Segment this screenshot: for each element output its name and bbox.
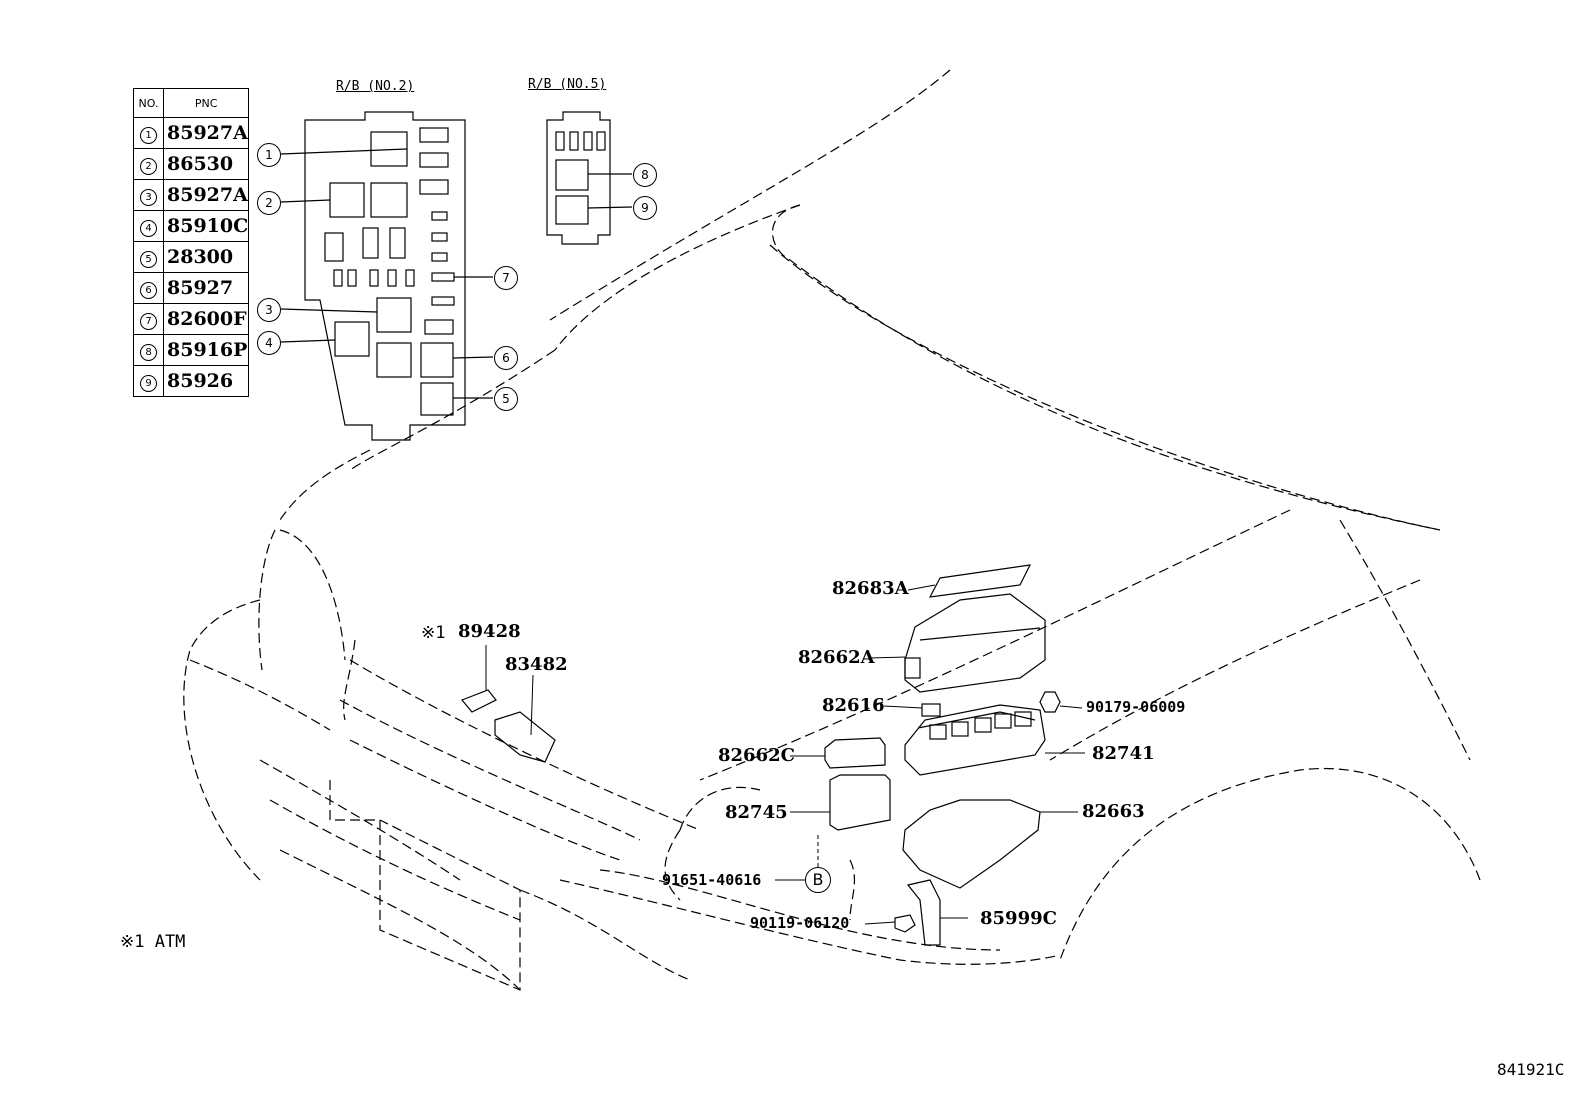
fuse-box-assembly bbox=[461, 564, 1061, 946]
callout-8[interactable]: 8 bbox=[633, 163, 657, 187]
row-pnc[interactable]: 85926 bbox=[162, 365, 250, 397]
callout-1[interactable]: 1 bbox=[257, 143, 281, 167]
part-label-83482[interactable]: 83482 bbox=[505, 654, 568, 675]
row-number: 8 bbox=[140, 343, 157, 361]
part-label-89428[interactable]: 89428 bbox=[458, 621, 521, 642]
table-row: 3 85927A bbox=[133, 179, 250, 211]
callout-7[interactable]: 7 bbox=[494, 266, 518, 290]
diagram-id: 841921C bbox=[1497, 1060, 1565, 1079]
callout-9[interactable]: 9 bbox=[633, 196, 657, 220]
table-row: 4 85910C bbox=[133, 210, 250, 242]
part-label-85999c[interactable]: 85999C bbox=[980, 908, 1057, 929]
footnote: ※1 ATM bbox=[120, 932, 186, 952]
part-number-table: NO. PNC 1 85927A 2 86530 3 85927A 4 85910C 5… bbox=[133, 88, 250, 397]
part-label-91651-40616[interactable]: 91651-40616 bbox=[662, 871, 762, 889]
callout-5[interactable]: 5 bbox=[494, 387, 518, 411]
part-label-82741[interactable]: 82741 bbox=[1092, 743, 1155, 764]
row-pnc[interactable]: 82600F bbox=[162, 303, 250, 335]
table-header-row: NO. PNC bbox=[133, 88, 250, 118]
part-label-82663[interactable]: 82663 bbox=[1082, 801, 1145, 822]
row-number: 3 bbox=[140, 188, 157, 206]
relay-block-no2-title: R/B (NO.2) bbox=[336, 79, 415, 94]
part-label-82662c[interactable]: 82662C bbox=[718, 745, 795, 766]
row-number: 9 bbox=[140, 374, 157, 392]
part-label-82683a[interactable]: 82683A bbox=[832, 578, 909, 599]
part-label-82662a[interactable]: 82662A bbox=[798, 647, 875, 668]
part-label-82745[interactable]: 82745 bbox=[725, 802, 788, 823]
table-row: 9 85926 bbox=[133, 365, 250, 397]
part-label-90119-06120[interactable]: 90119-06120 bbox=[750, 914, 850, 932]
row-number: 5 bbox=[140, 250, 157, 268]
table-row: 2 86530 bbox=[133, 148, 250, 180]
row-pnc[interactable]: 28300 bbox=[162, 241, 250, 273]
row-number: 6 bbox=[140, 281, 157, 299]
row-pnc[interactable]: 86530 bbox=[162, 148, 250, 180]
row-pnc[interactable]: 85927 bbox=[162, 272, 250, 304]
row-pnc[interactable]: 85927A bbox=[162, 179, 250, 211]
table-row: 5 28300 bbox=[133, 241, 250, 273]
row-number: 2 bbox=[140, 157, 157, 175]
row-number: 1 bbox=[140, 126, 157, 144]
row-pnc[interactable]: 85927A bbox=[162, 117, 250, 149]
row-pnc[interactable]: 85916P bbox=[162, 334, 250, 366]
relay-block-no2 bbox=[280, 111, 494, 441]
reference-b-callout[interactable]: B bbox=[805, 867, 831, 893]
row-pnc[interactable]: 85910C bbox=[162, 210, 250, 242]
relay-block-no5-title: R/B (NO.5) bbox=[528, 77, 607, 92]
callout-2[interactable]: 2 bbox=[257, 191, 281, 215]
column-header-pnc: PNC bbox=[162, 88, 250, 118]
callout-6[interactable]: 6 bbox=[494, 346, 518, 370]
atm-marker: ※1 bbox=[421, 623, 446, 643]
vehicle-outline bbox=[183, 69, 1481, 991]
relay-block-no5 bbox=[546, 111, 633, 245]
row-number: 7 bbox=[140, 312, 157, 330]
callout-3[interactable]: 3 bbox=[257, 298, 281, 322]
leader-lines bbox=[485, 584, 1085, 925]
row-number: 4 bbox=[140, 219, 157, 237]
table-row: 1 85927A bbox=[133, 117, 250, 149]
callout-4[interactable]: 4 bbox=[257, 331, 281, 355]
part-label-90179-06009[interactable]: 90179-06009 bbox=[1086, 698, 1186, 716]
table-row: 8 85916P bbox=[133, 334, 250, 366]
column-header-no: NO. bbox=[133, 88, 164, 118]
part-label-82616[interactable]: 82616 bbox=[822, 695, 885, 716]
table-row: 7 82600F bbox=[133, 303, 250, 335]
table-row: 6 85927 bbox=[133, 272, 250, 304]
